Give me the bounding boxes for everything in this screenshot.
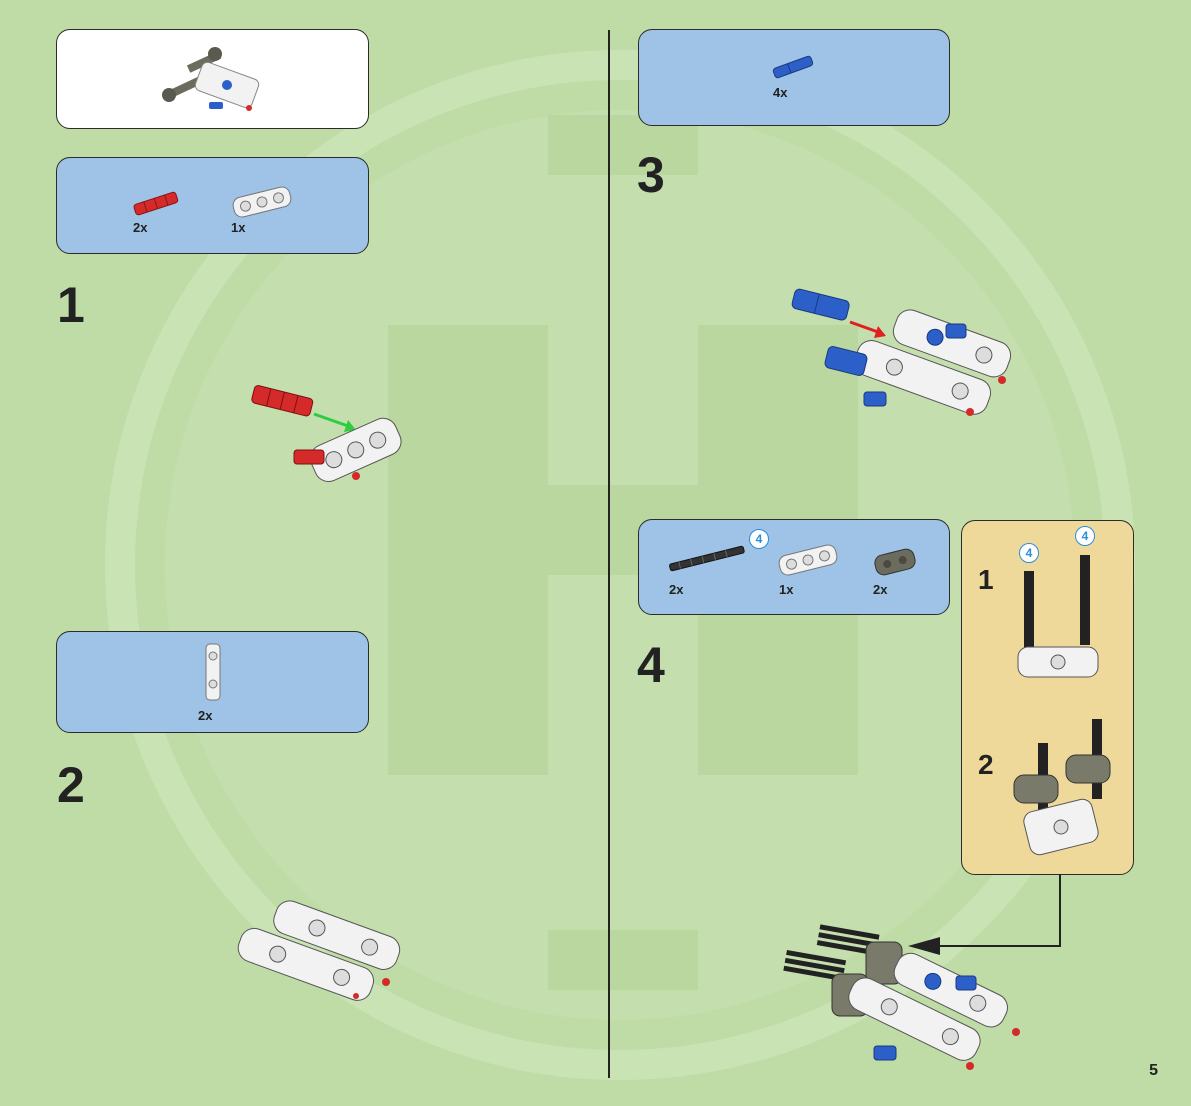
step-2-assembly-image (236, 900, 406, 1010)
axle-length-badge: 4 (749, 529, 769, 549)
model-preview-box (56, 29, 369, 129)
black-axle-part (667, 544, 747, 574)
step-3-number: 3 (637, 150, 665, 200)
step-2-part-1-qty: 2x (198, 708, 212, 723)
step-4-assembly-image (780, 920, 1030, 1080)
step-1-assembly-image (248, 380, 408, 490)
subassembly-callout-box: 1 4 4 2 (961, 520, 1134, 875)
step-4-parts-box: 4 2x 1x 2x (638, 519, 950, 615)
step-3-part-1-qty: 4x (773, 85, 787, 100)
white-liftarm-part-step-4 (775, 544, 841, 576)
step-3-assembly-image (786, 288, 1016, 428)
subassembly-step-1-number: 1 (978, 566, 994, 594)
step-2-parts-box: 2x (56, 631, 369, 733)
subassembly-step-1-image (1012, 551, 1108, 691)
white-liftarm-part (229, 186, 295, 218)
step-4-part-1-qty: 2x (669, 582, 683, 597)
blue-axle-pin-part (771, 56, 815, 78)
step-4-part-2-qty: 1x (779, 582, 793, 597)
completed-model-image (157, 40, 277, 120)
subassembly-step-2-image (1006, 713, 1122, 863)
step-4-part-3-qty: 2x (873, 582, 887, 597)
step-1-parts-box: 2x 1x (56, 157, 369, 254)
step-1-part-1-qty: 2x (133, 220, 147, 235)
grey-angled-beam-part (871, 546, 919, 578)
column-divider (608, 30, 610, 1078)
step-2-number: 2 (57, 760, 85, 810)
subassembly-step-2-number: 2 (978, 751, 994, 779)
white-connector-part (201, 642, 225, 704)
subassembly-axle-badge-right: 4 (1075, 526, 1095, 546)
step-3-parts-box: 4x (638, 29, 950, 126)
step-1-number: 1 (57, 280, 85, 330)
page-number: 5 (1149, 1062, 1158, 1080)
red-axle-pin-part (131, 192, 181, 216)
step-4-number: 4 (637, 640, 665, 690)
step-1-part-2-qty: 1x (231, 220, 245, 235)
